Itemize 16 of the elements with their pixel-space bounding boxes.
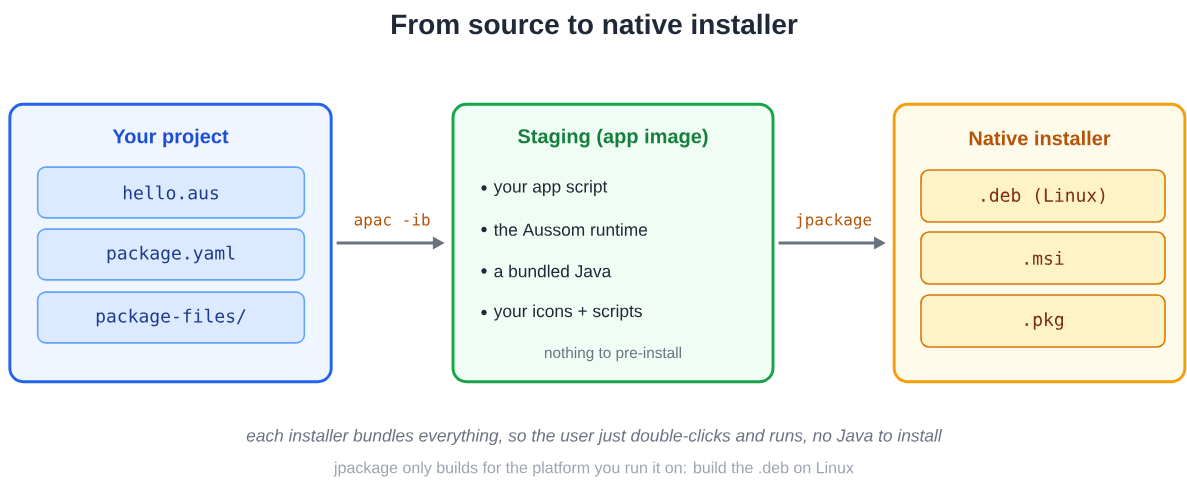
installer-box: .deb (Linux) [920, 169, 1166, 223]
file-box: package.yaml [36, 228, 306, 281]
title: From source to native installer [392, 13, 798, 35]
bullet-item: your icons + scripts [481, 304, 642, 321]
bullet-item: your app script [481, 179, 608, 197]
bullet-item: a bundled Java [481, 264, 612, 278]
footnote: jpackage only builds for the platform you run it on: build the .deb on Linux [333, 461, 854, 477]
caption: each installer bundles everything, so the user just double-clicks and runs, no Java to install [246, 428, 943, 446]
note: nothing to pre-install [545, 346, 681, 362]
installer-box: .msi [920, 231, 1166, 285]
file-box: hello.aus [36, 166, 306, 219]
bullet-item: the Aussom runtime [481, 223, 648, 236]
installer-box: .pkg [920, 294, 1166, 348]
edge-label: jpackage [796, 213, 872, 229]
edge-label: apac -ib [354, 213, 430, 229]
file-box: package-files/ [36, 291, 306, 344]
